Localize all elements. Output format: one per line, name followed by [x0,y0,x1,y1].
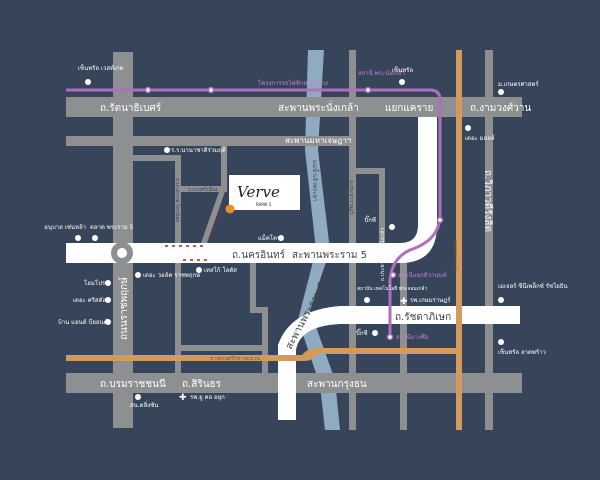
road-label: ถ.งามวงศ์วาน [470,102,531,114]
road-label: ถ.บางศรีเมือง [188,186,218,193]
access-route [165,213,219,261]
station-label: สถานีบางซื่อ [396,333,429,341]
road-label: ถ.รัตนาธิเบศร์ [100,102,162,114]
brand-subtitle: RAMA 5 [256,202,272,207]
road-label: ถ.ประชาชื่น-พระนั่งเกล้า [379,228,386,281]
place-label: เดอะ คริสตัล [73,297,106,304]
place-label: สถาบัน เทคโนโลยี พระจอมเกล้า [357,285,427,292]
project-location-marker [225,204,235,214]
place-markers [75,79,504,400]
purple-line [66,88,442,340]
main-roads [66,117,520,420]
road-label: ถนนราชพฤกษ์ [118,277,130,340]
road-label: ถ.กำแพงเพชร [453,239,459,270]
road-label: ถ.บางกรวย-ไทรน้อย [174,178,181,222]
road-label: ถ.รัชดาภิเษก [395,312,451,323]
station-label: สถานีแยกติวานนท์ [398,271,447,279]
road-label: ถ.สิรินธร [182,379,222,390]
place-label: บ้าน แอนด์ บียอนด์ [58,318,108,326]
road-label: ถ.บรมราชชนนี [100,378,166,390]
road-label: ถ.นครอินทร์ [232,249,286,261]
verve-logo-box: Verve RAMA 5 [229,175,300,210]
expressway [66,50,462,430]
road-label: สะพานกรุงธน [307,379,367,390]
road-label: สะพานพระนั่งเกล้า [278,100,359,114]
road-label: ถ.ประชาราษฎร์ [348,180,355,215]
expressway-label: ทางด่วนศรีรัช-วงแหวน [210,355,260,362]
road-label: สะพานพระราม 5 [292,250,367,261]
river-label: แม่น้ำเจ้าพระยา [311,160,321,202]
place-label: แม็คโคร [258,233,281,242]
place-label: เดอะ มอลล์ [465,134,495,142]
roundabout-center [117,248,127,258]
place-label: รพ.เกษมราษฎร์ [410,296,451,304]
place-label: บิ๊กซี [356,328,368,337]
place-label: เดอะ วอล์ค ราชพฤกษ์ [143,271,200,279]
road-label: แยกแคราย [385,103,433,114]
brand-logo: Verve [237,183,280,201]
place-label: โฮมโปร [84,279,106,287]
hospital-icon: ✚ [400,297,408,307]
road-label: สะพานมหาเจษฎาฯ [285,136,352,145]
place-label: อนุบาล เซ่นหล้า [44,224,86,231]
place-label: เซ็นทรัล เวสต์เกต [78,63,124,72]
place-label: ร.ร.นานาชาติร่วมฤดี [171,146,226,154]
place-label: ตลาด พระราม 5 [90,224,134,231]
place-label: รพ.ยู คอ อยุก [190,394,225,401]
place-label: เทสโก้ โลตัส [204,266,237,274]
road-label: ถ.วิภาวดีรังสิต [482,170,494,232]
place-label: เมเจอร์ ซีนีเพล็กซ์ รัชโยธิน [498,281,568,290]
purple-line-label: โครงการรถไฟฟ้าสายสีม่วง [258,79,328,87]
place-label: บิ๊กซี [364,215,376,224]
hospital-icon: ✚ [179,393,187,403]
station-label: สถานี พระนั่งเกล้า [358,69,405,77]
purple-stations [144,86,444,341]
place-label: สน.ตลิ่งชัน [130,401,158,409]
place-label: เซ็นทรัล ลาดพร้าว [498,347,546,356]
place-label: เซ็นทรัล [392,65,413,74]
place-label: ม.เกษตรศาสตร์ [498,80,539,88]
